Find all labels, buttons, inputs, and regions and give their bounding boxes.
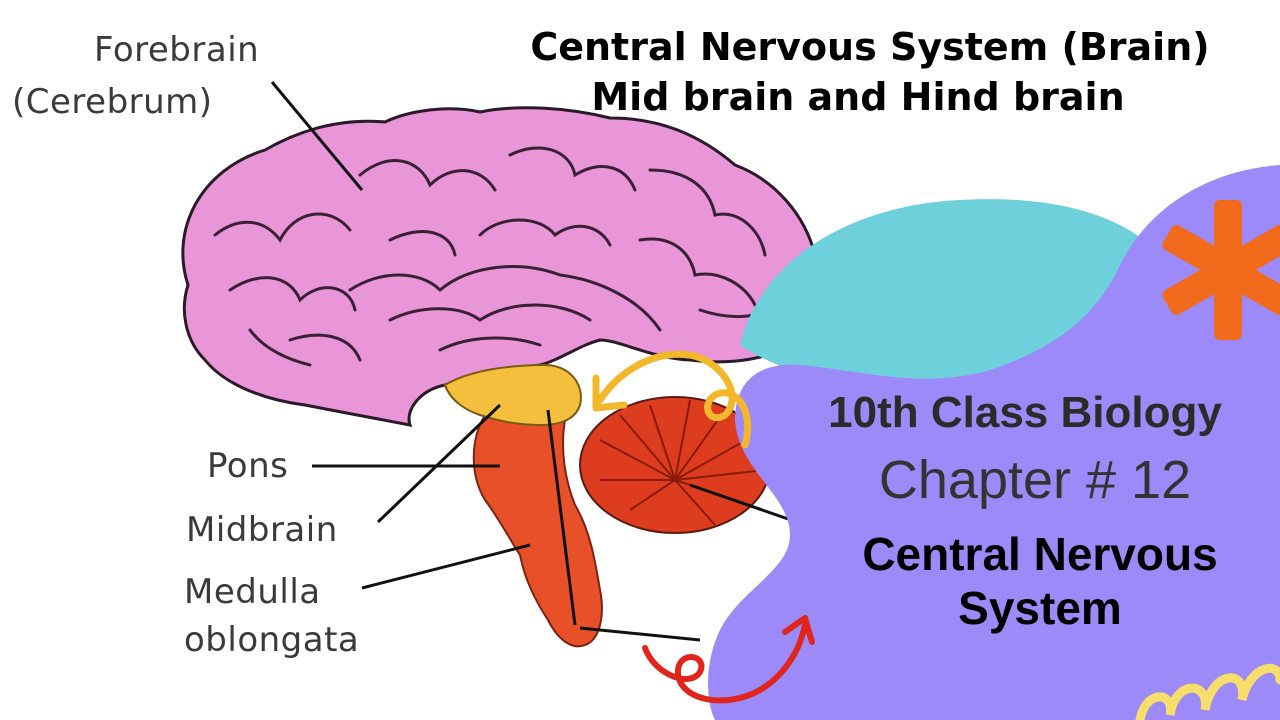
curved-arrow-icon [592,350,752,449]
banner-topic-line-2: System [958,582,1122,634]
label-oblongata: oblongata [184,620,360,660]
brain-illustration [181,81,825,648]
swirl-decoration [1135,663,1280,720]
banner-chapter: Chapter # 12 [878,450,1192,510]
label-forebrain: Forebrain [94,30,260,70]
banner-class: 10th Class Biology [828,388,1222,437]
banner-topic-line-1: Central Nervous [862,528,1218,580]
title-line-2: Mid brain and Hind brain [591,75,1125,119]
brainstem-shape [472,408,603,648]
asterisk-star-icon [1162,200,1280,340]
label-midbrain: Midbrain [186,510,338,550]
label-medulla: Medulla [184,572,321,612]
title-line-1: Central Nervous System (Brain) [530,25,1210,69]
midbrain-shape [443,363,582,427]
label-cerebrum: (Cerebrum) [12,82,213,122]
purple-blob [708,165,1280,720]
cerebrum-folds [213,146,792,367]
looped-arrow-icon [642,615,815,704]
label-pons: Pons [207,446,289,486]
